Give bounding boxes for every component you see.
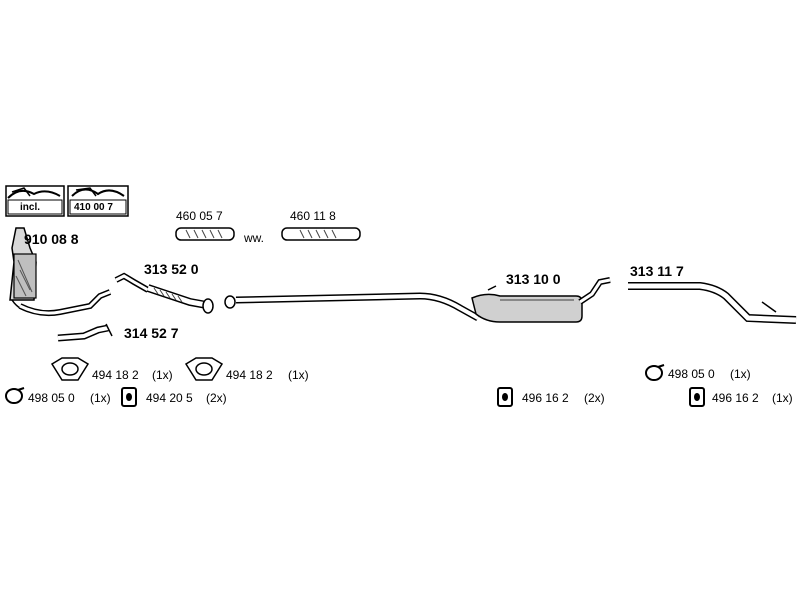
kit-number-label: 410 00 7 — [74, 202, 113, 213]
mount-left-number: 494 20 5 — [146, 391, 193, 405]
mount-right-qty: (1x) — [772, 391, 793, 405]
flex-pipe-label: 314 52 7 — [124, 325, 179, 341]
clamp-icon — [645, 364, 665, 381]
kit-incl-label: incl. — [20, 202, 41, 213]
gasket-1-qty: (1x) — [152, 368, 173, 382]
gasket-1-number: 494 18 2 — [92, 368, 139, 382]
middle-silencer-label: 313 10 0 — [506, 271, 561, 287]
repair-pipe-b-label: 460 11 8 — [290, 209, 336, 223]
front-pipe-label: 313 52 0 — [144, 261, 199, 277]
alternative-separator: ww. — [244, 231, 265, 245]
kit-box-right — [67, 185, 129, 217]
rear-pipe-label: 313 11 7 — [630, 263, 684, 279]
clamp-right-qty: (1x) — [730, 367, 751, 381]
repair-pipe-a-label: 460 05 7 — [176, 209, 223, 223]
rubber-mount-icon — [497, 387, 513, 407]
middle-pipe — [224, 292, 480, 322]
flex-pipe — [57, 323, 113, 342]
mount-left-qty: (2x) — [206, 391, 227, 405]
gasket-icon — [184, 357, 224, 381]
repair-pipe-b-shape — [281, 227, 361, 241]
clamp-left-qty: (1x) — [90, 391, 111, 405]
gasket-2-qty: (1x) — [288, 368, 309, 382]
gasket-icon — [50, 357, 90, 381]
mount-middle-qty: (2x) — [584, 391, 605, 405]
clamp-left-number: 498 05 0 — [28, 391, 75, 405]
clamp-right-number: 498 05 0 — [668, 367, 715, 381]
mount-middle-number: 496 16 2 — [522, 391, 569, 405]
mount-right-number: 496 16 2 — [712, 391, 759, 405]
kit-box-left — [5, 185, 65, 217]
clamp-icon — [5, 387, 25, 404]
repair-pipe-a-shape — [175, 227, 235, 241]
rubber-mount-icon — [121, 387, 137, 407]
rubber-mount-icon — [689, 387, 705, 407]
front-pipe — [18, 272, 150, 317]
front-pipe-flex-section — [146, 284, 214, 314]
rear-pipe-shape — [628, 282, 797, 324]
catalytic-converter-label: 910 08 8 — [24, 231, 79, 247]
middle-silencer-shape — [471, 277, 611, 323]
gasket-2-number: 494 18 2 — [226, 368, 273, 382]
catalytic-converter — [9, 227, 37, 313]
